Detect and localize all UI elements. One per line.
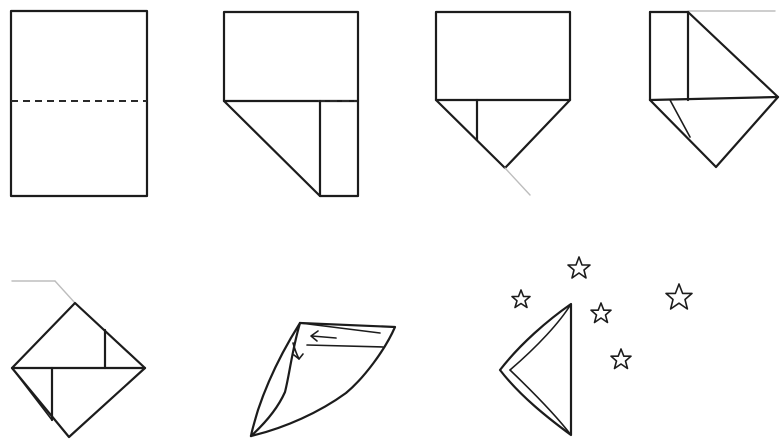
step-3-point [436, 100, 570, 168]
step-2-corner-fold [224, 12, 358, 196]
arrow-shaft [312, 336, 336, 338]
step-4-middle-line [650, 97, 778, 100]
step-6-outer-right [251, 323, 395, 436]
step-6-outer-left [251, 323, 300, 436]
step-5-diamond [12, 281, 145, 437]
star-icon [611, 349, 631, 369]
step-2-folded-flap [224, 101, 358, 196]
step-1-paper [11, 11, 147, 196]
star-icon [568, 257, 590, 278]
star-icon [512, 290, 530, 308]
step-7-lower-crease [510, 370, 571, 435]
step-4-diamond [650, 12, 778, 167]
star-shape [666, 284, 692, 309]
star-icon [666, 284, 692, 309]
step-6-rim-inner [307, 345, 383, 347]
step-7-upper-crease [510, 304, 571, 370]
star-shape [568, 257, 590, 278]
left-arrow-icon [311, 331, 336, 341]
star-icon [591, 303, 611, 323]
step-1-rectangle [11, 11, 147, 196]
star-shape [611, 349, 631, 369]
star-shape [512, 290, 530, 308]
step-6-inner-fold [251, 323, 300, 436]
step-7-finished-cone [500, 257, 692, 435]
step-4-side-fold [650, 11, 778, 167]
step-5-outline [12, 303, 145, 437]
step-3-pencil-mark [505, 168, 530, 195]
star-shape [591, 303, 611, 323]
step-6-open-hat [251, 323, 395, 436]
step-5-flap-edge [12, 368, 52, 420]
step-5-pencil-line-b [55, 281, 75, 303]
step-3-top-panel [436, 12, 570, 100]
step-2-top-panel [224, 12, 358, 101]
step-3-point-fold [436, 12, 570, 195]
